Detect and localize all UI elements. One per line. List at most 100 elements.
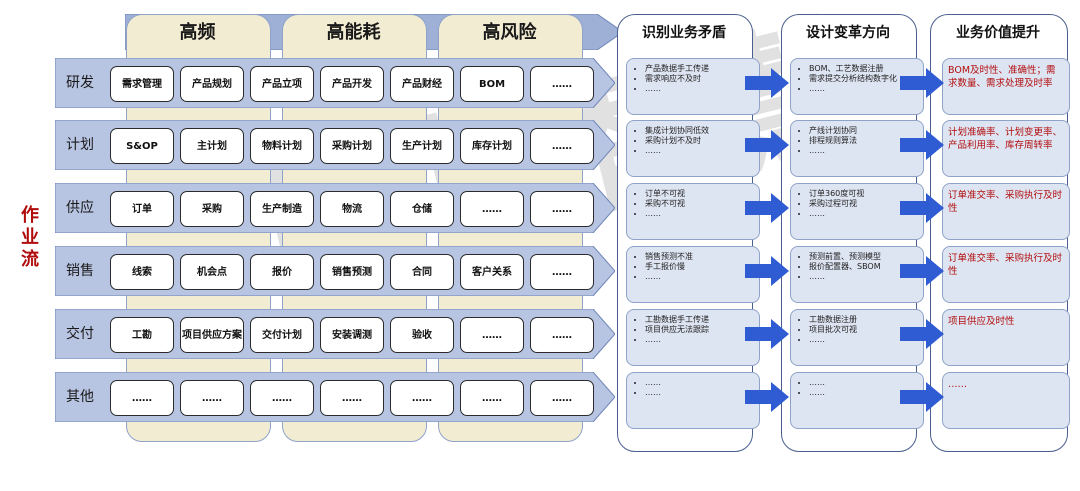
bullet-item: 需求响应不及时	[645, 74, 753, 84]
column-title-high-risk: 高风险	[482, 22, 537, 43]
activity-cell: 产品开发	[320, 66, 384, 102]
bullet-item: BOM、工艺数据注册	[809, 64, 917, 74]
bullet-item: ……	[645, 335, 753, 345]
conflict-box: 订单不可视采购不可视……	[626, 183, 760, 240]
bullet-item: 集成计划协同低效	[645, 126, 753, 136]
activity-cell: 验收	[390, 317, 454, 353]
row-label: 供应	[66, 200, 94, 216]
flow-arrow-icon	[745, 256, 789, 286]
activity-cell: 产品财经	[390, 66, 454, 102]
activity-cell: 机会点	[180, 254, 244, 290]
bullet-item: 产品数据手工传递	[645, 64, 753, 74]
activity-cell: 销售预测	[320, 254, 384, 290]
activity-cell: 项目供应方案	[180, 317, 244, 353]
activity-cell: 合同	[390, 254, 454, 290]
activity-cell: ……	[320, 380, 384, 416]
column-title-value-improvement: 业务价值提升	[956, 25, 1040, 41]
activity-cell: 安装调测	[320, 317, 384, 353]
value-box: 计划准确率、计划变更率、产品利用率、库存周转率	[942, 120, 1070, 177]
activity-cell: 报价	[250, 254, 314, 290]
bullet-item: 项目批次可视	[809, 325, 917, 335]
bullet-item: ……	[809, 378, 917, 388]
activity-cell: ……	[530, 66, 594, 102]
row-label: 其他	[66, 389, 94, 405]
bullet-item: 手工报价慢	[645, 262, 753, 272]
flow-arrow-icon	[900, 256, 944, 286]
activity-cell: 采购计划	[320, 128, 384, 164]
column-title-change-direction: 设计变革方向	[806, 25, 890, 41]
direction-box: 订单360度可视采购过程可视……	[790, 183, 924, 240]
bullet-item: ……	[809, 146, 917, 156]
bullet-item: 产线计划协同	[809, 126, 917, 136]
value-box: 订单准交率、采购执行及时性	[942, 183, 1070, 240]
flow-arrow-icon	[745, 130, 789, 160]
activity-cell: 生产计划	[390, 128, 454, 164]
flow-arrow-icon	[900, 319, 944, 349]
bullet-item: 排程规则算法	[809, 136, 917, 146]
activity-cell: 客户关系	[460, 254, 524, 290]
bullet-item: ……	[809, 388, 917, 398]
bullet-item: ……	[645, 388, 753, 398]
bullet-item: ……	[809, 272, 917, 282]
bullet-item: ……	[645, 378, 753, 388]
row-label: 交付	[66, 326, 94, 342]
bullet-item: ……	[809, 84, 917, 94]
bullet-item: 订单不可视	[645, 189, 753, 199]
bullet-item: 采购不可视	[645, 199, 753, 209]
bullet-item: 销售预测不准	[645, 252, 753, 262]
activity-cell: 主计划	[180, 128, 244, 164]
value-box: 订单准交率、采购执行及时性	[942, 246, 1070, 303]
activity-cell: ……	[250, 380, 314, 416]
value-box: 项目供应及时性	[942, 309, 1070, 366]
activity-cell: 需求管理	[110, 66, 174, 102]
activity-cell: 产品立项	[250, 66, 314, 102]
activity-cell: 采购	[180, 191, 244, 227]
conflict-box: 集成计划协同低效采购计划不及时……	[626, 120, 760, 177]
bullet-item: ……	[645, 272, 753, 282]
column-title-high-frequency: 高频	[179, 22, 216, 43]
flow-arrow-icon	[745, 382, 789, 412]
bullet-item: ……	[645, 146, 753, 156]
bullet-item: ……	[809, 335, 917, 345]
activity-cell: ……	[460, 380, 524, 416]
value-box: ……	[942, 372, 1070, 429]
activity-cell: 线索	[110, 254, 174, 290]
activity-cell: 订单	[110, 191, 174, 227]
activity-cell: BOM	[460, 66, 524, 102]
activity-cell: ……	[390, 380, 454, 416]
bullet-item: 工勘数据手工传递	[645, 315, 753, 325]
bullet-item: 订单360度可视	[809, 189, 917, 199]
conflict-box: 销售预测不准手工报价慢……	[626, 246, 760, 303]
activity-cell: 生产制造	[250, 191, 314, 227]
activity-cell: ……	[530, 317, 594, 353]
bullet-item: 报价配置器、SBOM	[809, 262, 917, 272]
bullet-item: 采购计划不及时	[645, 136, 753, 146]
activity-cell: ……	[530, 254, 594, 290]
activity-cell: ……	[530, 380, 594, 416]
conflict-box: 产品数据手工传递需求响应不及时……	[626, 58, 760, 115]
flow-arrow-icon	[745, 193, 789, 223]
value-box: BOM及时性、准确性；需求数量、需求处理及时率	[942, 58, 1070, 115]
column-title-identify-conflicts: 识别业务矛盾	[642, 25, 726, 41]
activity-cell: 产品规划	[180, 66, 244, 102]
activity-cell: ……	[530, 128, 594, 164]
activity-cell: 交付计划	[250, 317, 314, 353]
flow-arrow-icon	[900, 382, 944, 412]
activity-cell: 仓储	[390, 191, 454, 227]
flow-arrow-icon	[900, 68, 944, 98]
flow-arrow-icon	[745, 319, 789, 349]
activity-cell: 物料计划	[250, 128, 314, 164]
bullet-item: ……	[809, 209, 917, 219]
bullet-item: ……	[645, 209, 753, 219]
conflict-box: 工勘数据手工传递项目供应无法跟踪……	[626, 309, 760, 366]
activity-cell: 工勘	[110, 317, 174, 353]
bullet-item: 需求提交分析结构数字化	[809, 74, 917, 84]
activity-cell: ……	[530, 191, 594, 227]
flow-arrow-icon	[900, 130, 944, 160]
activity-cell: ……	[460, 191, 524, 227]
workflow-side-label: 作业流	[21, 205, 39, 270]
activity-cell: ……	[460, 317, 524, 353]
column-title-high-energy: 高能耗	[326, 22, 381, 43]
bullet-item: 工勘数据注册	[809, 315, 917, 325]
activity-cell: 物流	[320, 191, 384, 227]
